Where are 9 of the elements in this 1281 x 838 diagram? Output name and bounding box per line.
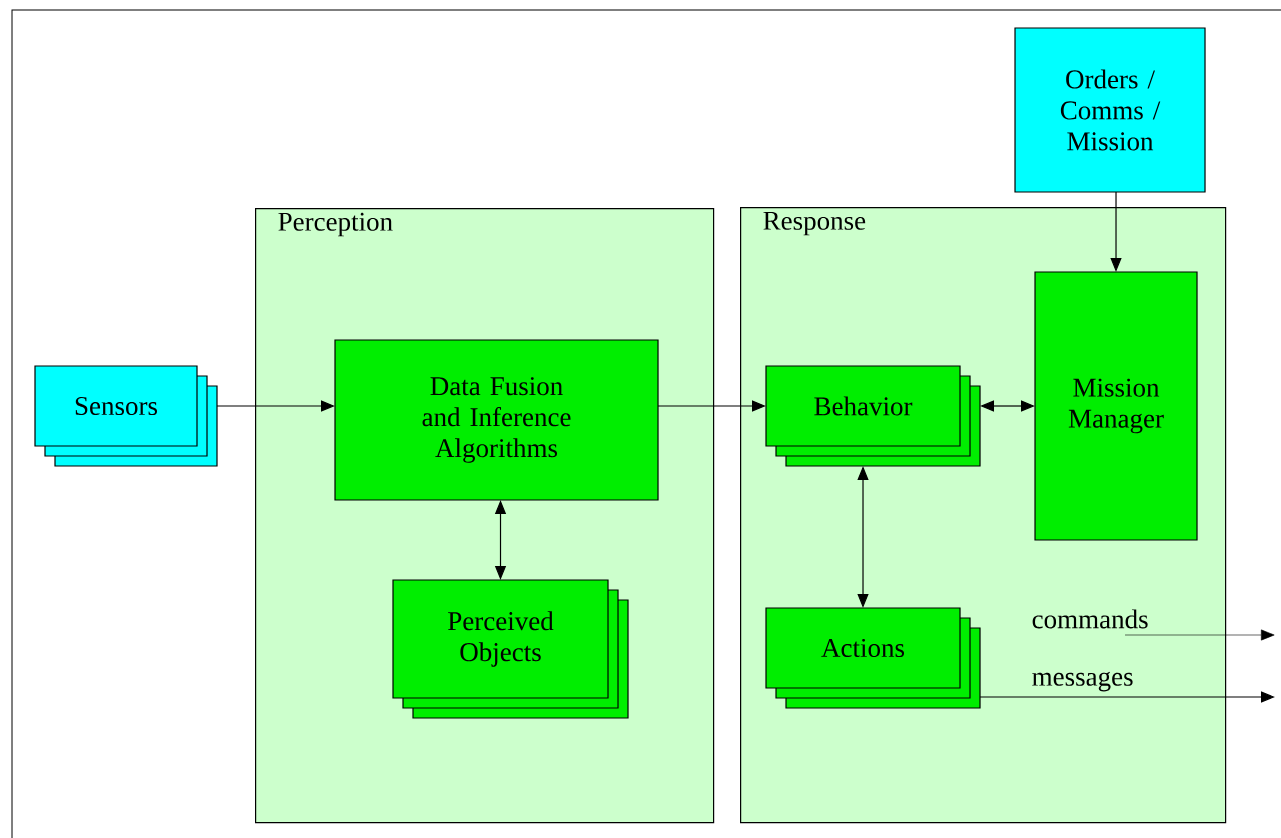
stacked-box: Actions <box>765 607 981 709</box>
stacked-box: Sensors <box>34 365 218 467</box>
edge-label: messages <box>1032 671 1133 692</box>
process-box: Orders / Comms / Mission <box>1014 27 1206 193</box>
stacked-box: Perceived Objects <box>392 579 629 719</box>
process-box: Mission Manager <box>1034 271 1198 541</box>
process-box: Data Fusion and Inference Algorithms <box>334 339 659 501</box>
signal-label: commands <box>1032 609 1148 629</box>
stacked-box: Behavior <box>765 365 981 467</box>
